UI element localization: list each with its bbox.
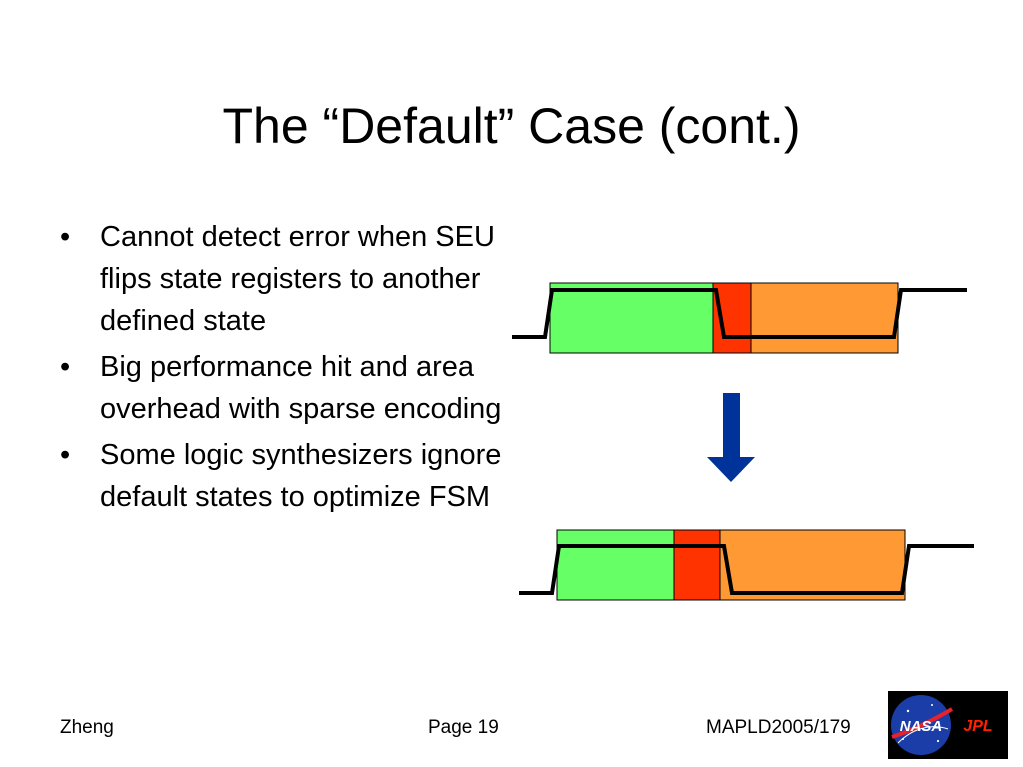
down-arrow-icon [707,393,755,482]
bullet-text: Big performance hit and area overhead wi… [100,351,502,425]
footer-event: MAPLD2005/179 [706,717,851,738]
signal-waveform [512,288,967,339]
state-segment-orange [750,282,899,354]
bullet-item: • Cannot detect error when SEU flips sta… [58,216,508,342]
bullet-icon: • [60,439,71,471]
footer-author: Zheng [60,717,114,738]
bullet-item: • Some logic synthesizers ignore default… [58,434,508,518]
signal-waveform [519,544,974,595]
jpl-logo-text: JPL [963,718,992,735]
bullet-list: • Cannot detect error when SEU flips sta… [58,216,508,522]
state-segment-red [712,282,752,354]
nasa-logo-text: NASA [900,718,943,735]
bullet-text: Cannot detect error when SEU flips state… [100,221,495,337]
state-segment-orange [719,529,906,601]
bullet-text: Some logic synthesizers ignore default s… [100,439,502,513]
bullet-icon: • [60,221,71,253]
state-segment-green [549,282,714,354]
timing-block-before [512,282,967,354]
timing-block-after [519,529,974,601]
state-segment-green [556,529,675,601]
bullet-item: • Big performance hit and area overhead … [58,346,508,430]
nasa-jpl-logo: NASA JPL [888,691,1008,759]
footer-page-number: Page 19 [428,717,499,738]
slide-title: The “Default” Case (cont.) [222,98,801,154]
state-segment-red [673,529,721,601]
nasa-meatball-icon: NASA JPL [891,695,993,755]
bullet-icon: • [60,351,71,383]
